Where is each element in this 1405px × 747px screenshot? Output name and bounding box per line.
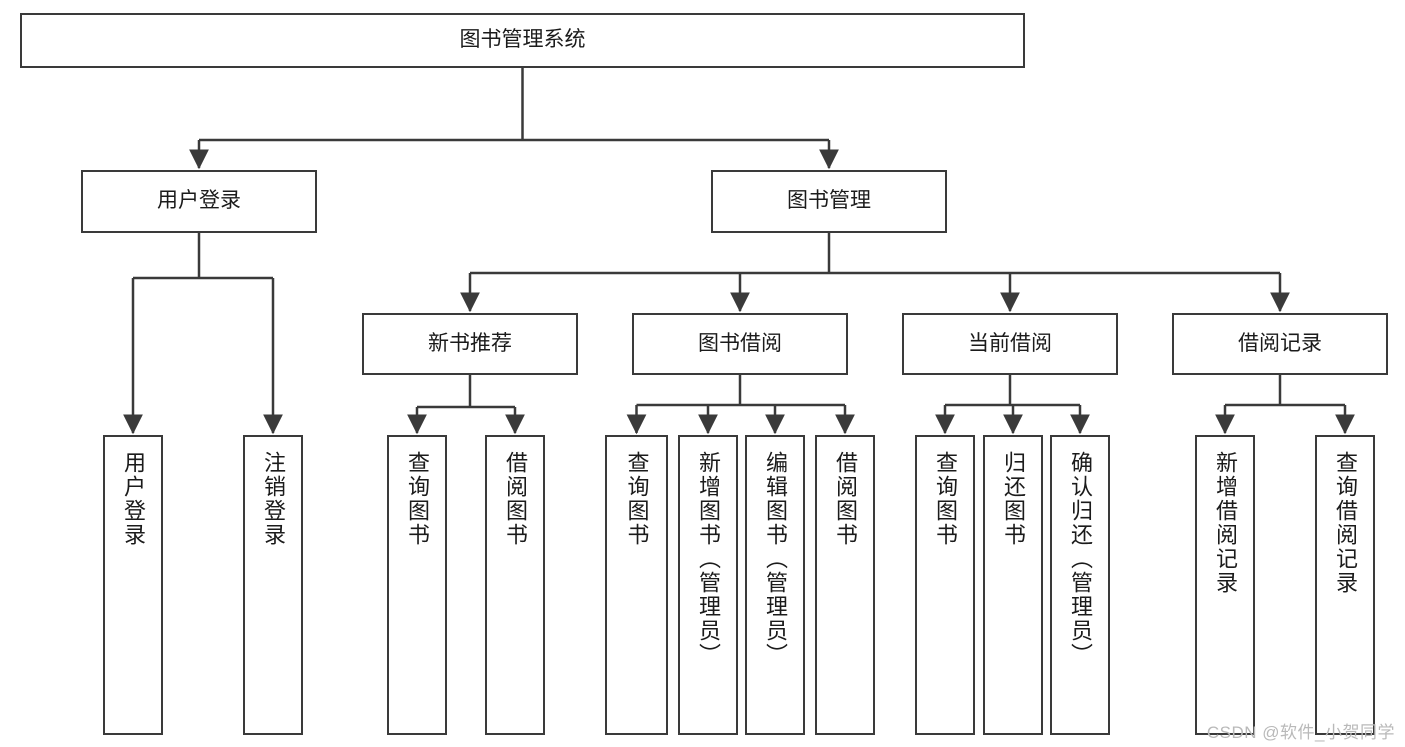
node-login[interactable]: 用户登录 [81,170,317,233]
node-bookmgmt[interactable]: 图书管理 [711,170,947,233]
node-label: 查询图书 [405,451,430,547]
node-leaf-add[interactable]: 新增图书（管理员） [678,435,738,735]
node-label: 新增借阅记录 [1213,451,1238,595]
node-newbook[interactable]: 新书推荐 [362,313,578,375]
node-leaf-qrec[interactable]: 查询借阅记录 [1315,435,1375,735]
node-borrow[interactable]: 图书借阅 [632,313,848,375]
node-leaf-b1[interactable]: 借阅图书 [485,435,545,735]
node-label: 新增图书（管理员） [696,451,721,667]
node-leaf-return[interactable]: 归还图书 [983,435,1043,735]
node-leaf-q2[interactable]: 查询图书 [605,435,668,735]
node-leaf-q1[interactable]: 查询图书 [387,435,447,735]
node-label: 查询图书 [933,451,958,547]
node-leaf-login[interactable]: 用户登录 [103,435,163,735]
node-label: 新书推荐 [428,331,512,355]
node-leaf-addrec[interactable]: 新增借阅记录 [1195,435,1255,735]
node-label: 编辑图书（管理员） [763,451,788,667]
edge-group [123,68,1355,435]
watermark: CSDN @软件_小贺同学 [1206,723,1395,742]
node-label: 借阅图书 [503,451,528,547]
node-label: 图书管理 [787,189,871,213]
node-label: 用户登录 [157,189,241,213]
node-root[interactable]: 图书管理系统 [20,13,1025,68]
node-label: 归还图书 [1001,451,1026,547]
node-records[interactable]: 借阅记录 [1172,313,1388,375]
node-label: 借阅图书 [833,451,858,547]
node-label: 当前借阅 [968,331,1052,355]
node-leaf-edit[interactable]: 编辑图书（管理员） [745,435,805,735]
node-label: 查询图书 [624,451,650,547]
node-leaf-b2[interactable]: 借阅图书 [815,435,875,735]
node-leaf-q3[interactable]: 查询图书 [915,435,975,735]
node-label: 确认归还（管理员） [1068,451,1093,667]
node-current[interactable]: 当前借阅 [902,313,1118,375]
node-label: 查询借阅记录 [1333,451,1358,595]
node-label: 图书借阅 [698,331,782,355]
node-label: 用户登录 [121,451,146,547]
node-label: 借阅记录 [1238,331,1322,355]
node-label: 注销登录 [261,451,286,547]
node-label: 图书管理系统 [459,28,586,52]
node-leaf-confirm[interactable]: 确认归还（管理员） [1050,435,1110,735]
node-leaf-logout[interactable]: 注销登录 [243,435,303,735]
